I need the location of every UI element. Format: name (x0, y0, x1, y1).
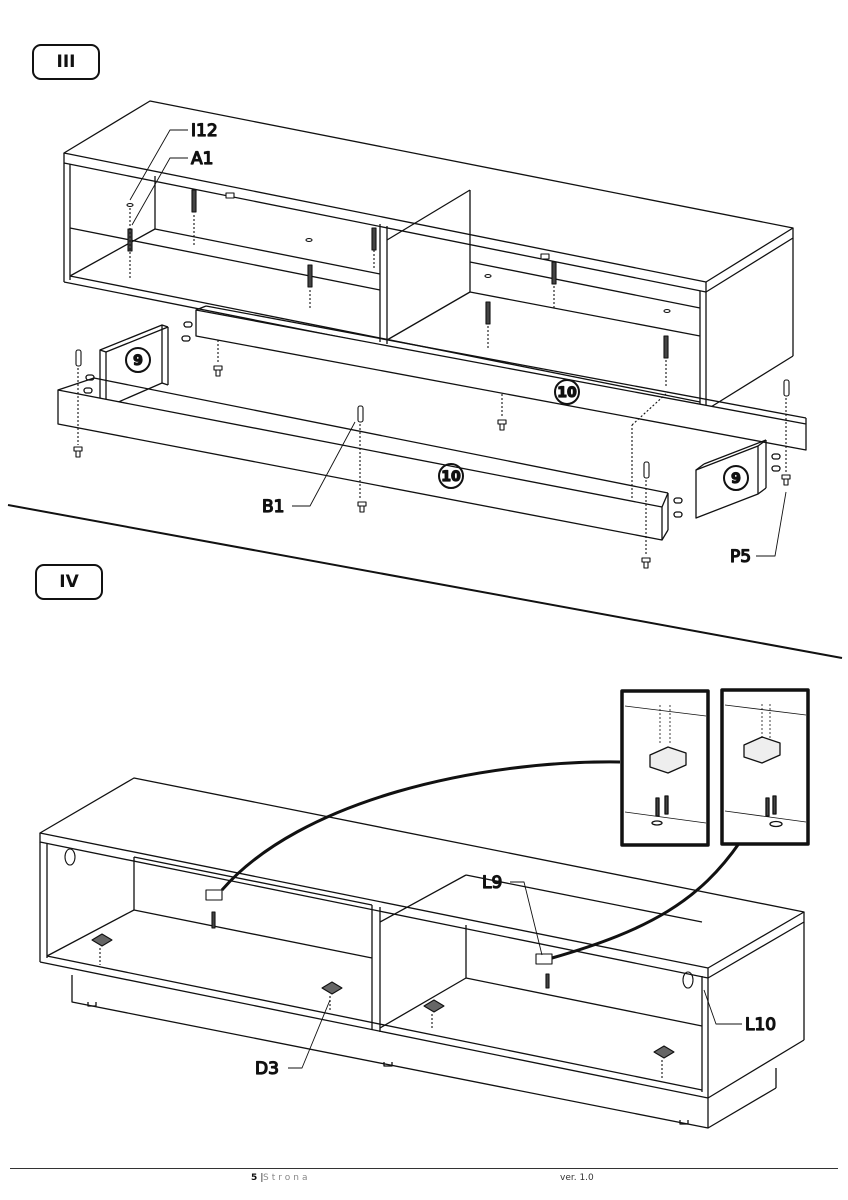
step-four-label: IV (35, 564, 103, 600)
step-three-label: III (32, 44, 100, 80)
part-label-b1: B1 (262, 497, 284, 517)
cabinet-step4 (39, 777, 805, 1129)
panel-9-right (673, 439, 781, 519)
fasteners-step3 (126, 189, 671, 388)
dowels-feet-step3 (73, 340, 791, 569)
detail-box-right (720, 688, 810, 846)
part-label-l9: L9 (482, 873, 502, 893)
leaders-step3 (129, 129, 787, 557)
part-label-p5: P5 (730, 547, 751, 567)
panel-10-front-number: 10 (441, 469, 461, 485)
page-word: Strona (263, 1173, 311, 1183)
version-text: ver. 1.0 (560, 1173, 594, 1183)
panel-10-back-number: 10 (557, 385, 577, 401)
panel-9-left-number: 9 (133, 353, 143, 369)
part-label-l10: L10 (745, 1015, 776, 1035)
part-label-i12: I12 (191, 121, 218, 141)
panel-10-back (195, 305, 807, 451)
page-footer: 5 | Strona ver. 1.0 (0, 1168, 848, 1188)
panel-9-right-number: 9 (731, 471, 741, 487)
leaders-step4 (288, 881, 742, 1069)
part-label-a1: A1 (191, 149, 213, 169)
page-number: 5 | (251, 1173, 264, 1183)
part-label-d3: D3 (255, 1059, 279, 1079)
detail-arc-right (551, 841, 742, 960)
footer-rule (10, 1168, 838, 1169)
detail-arc-left (220, 760, 621, 891)
hardware-step4 (64, 848, 694, 1078)
detail-box-left (620, 689, 710, 847)
step-divider-line (7, 504, 843, 659)
